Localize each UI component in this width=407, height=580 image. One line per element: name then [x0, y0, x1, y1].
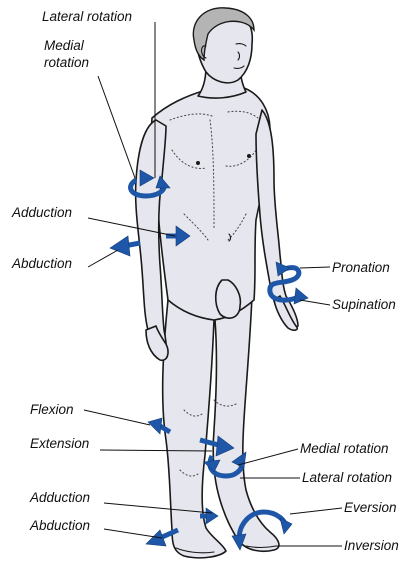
- right-arm: [256, 110, 298, 327]
- label-medial-rotation-leg: Medial rotation: [300, 441, 389, 456]
- label-abduction-hip: Abduction: [11, 256, 72, 271]
- label-medial-rotation-line2: rotation: [44, 55, 89, 70]
- hip-abduction-arrow: [110, 236, 140, 256]
- label-eversion: Eversion: [344, 500, 397, 515]
- label-lateral-rotation-shoulder: Lateral rotation: [42, 9, 132, 24]
- nipple-left: [196, 161, 200, 165]
- label-flexion: Flexion: [30, 402, 74, 417]
- label-adduction-hip: Adduction: [11, 205, 72, 220]
- label-adduction-ankle: Adduction: [29, 490, 90, 505]
- nipple-right: [247, 154, 251, 158]
- label-medial-rotation-shoulder: Medial rotation: [44, 38, 89, 70]
- label-abduction-ankle: Abduction: [29, 518, 90, 533]
- label-supination: Supination: [332, 297, 396, 312]
- label-medial-rotation-line1: Medial: [44, 38, 85, 53]
- label-pronation: Pronation: [332, 260, 390, 275]
- label-extension: Extension: [30, 436, 89, 451]
- label-inversion: Inversion: [344, 538, 399, 553]
- label-lateral-rotation-leg: Lateral rotation: [302, 470, 392, 485]
- torso: [151, 88, 270, 320]
